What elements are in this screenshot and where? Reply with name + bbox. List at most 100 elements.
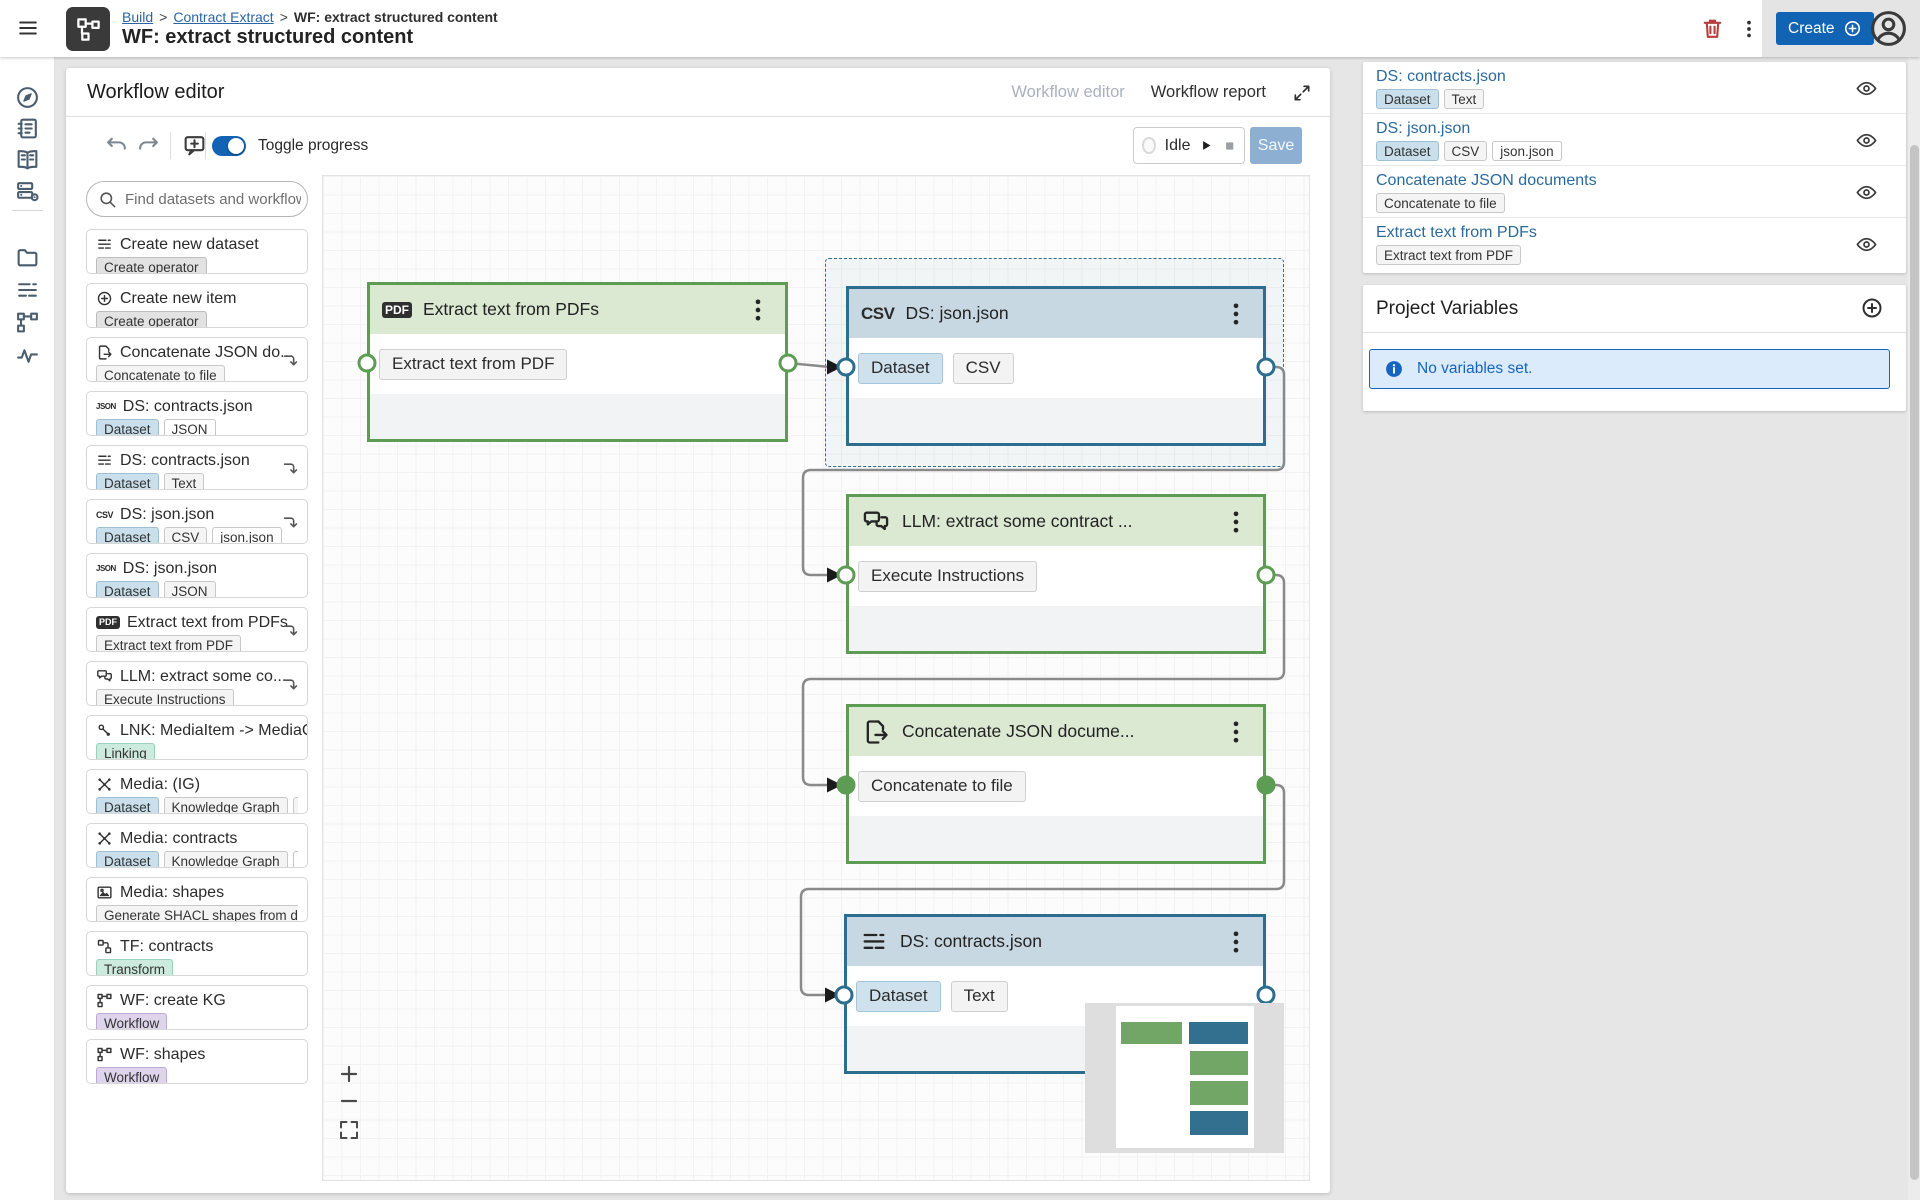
eye-visibility-icon[interactable] — [1855, 233, 1878, 256]
rail-item-dataset[interactable] — [15, 278, 40, 303]
expand-fullscreen-icon[interactable] — [1292, 83, 1312, 103]
image-icon — [96, 884, 113, 901]
breadcrumb-item[interactable]: Build — [122, 9, 154, 25]
eye-visibility-icon[interactable] — [1855, 181, 1878, 204]
rail-item-folder[interactable] — [15, 245, 40, 270]
node-operation-chip[interactable]: Execute Instructions — [858, 560, 1038, 592]
rail-item-book-open[interactable] — [15, 147, 40, 172]
node-menu-kebab-icon[interactable] — [1221, 508, 1251, 536]
no-variables-alert: No variables set. — [1369, 349, 1890, 389]
toggle-progress-switch[interactable] — [212, 136, 246, 156]
play-icon[interactable] — [1199, 136, 1213, 155]
rail-item-compass[interactable] — [15, 85, 40, 110]
csv-icon: CSV — [861, 303, 895, 323]
node-menu-kebab-icon[interactable] — [1221, 928, 1251, 956]
badge: Extract text from PDF — [1376, 245, 1522, 265]
page-scrollbar[interactable] — [1908, 0, 1920, 1200]
breadcrumb-item[interactable]: Contract Extract — [173, 9, 274, 25]
minimap-node — [1121, 1022, 1182, 1044]
add-variable-icon[interactable] — [1860, 296, 1884, 320]
rail-item-pulse[interactable] — [15, 343, 40, 368]
badge: dmc — [292, 851, 298, 867]
create-button[interactable]: Create — [1776, 12, 1874, 45]
eye-visibility-icon[interactable] — [1855, 129, 1878, 152]
insert-into-canvas-icon[interactable] — [281, 351, 300, 370]
badge: json.json — [212, 527, 282, 543]
palette-item[interactable]: Concatenate JSON do...Concatenate to fil… — [86, 337, 308, 382]
related-item-link[interactable]: Extract text from PDFs — [1376, 224, 1537, 241]
hamburger-menu-icon[interactable] — [16, 17, 40, 39]
tab-workflow-report[interactable]: Workflow report — [1150, 83, 1266, 101]
zoom-in-icon[interactable] — [337, 1062, 361, 1086]
palette-item-badges: Concatenate to file — [96, 365, 298, 381]
rail-item-server-eye[interactable] — [15, 179, 40, 204]
node-menu-kebab-icon[interactable] — [1221, 718, 1251, 746]
related-item-link[interactable]: DS: json.json — [1376, 120, 1471, 137]
undo-icon[interactable] — [104, 133, 129, 158]
insert-into-canvas-icon[interactable] — [281, 513, 300, 532]
add-comment-icon[interactable] — [182, 133, 207, 158]
save-button[interactable]: Save — [1250, 127, 1302, 164]
top-bar-right-section: Create — [1762, 0, 1920, 57]
rail-item-notebook[interactable] — [15, 116, 40, 141]
palette-item[interactable]: LLM: extract some co...Execute Instructi… — [86, 661, 308, 706]
workflow-node-concat[interactable]: Concatenate JSON docume...Concatenate to… — [846, 704, 1266, 864]
related-item-link[interactable]: DS: contracts.json — [1376, 68, 1506, 85]
node-operation-chip[interactable]: Text — [950, 980, 1008, 1012]
user-avatar-icon[interactable] — [1868, 8, 1909, 49]
tab-workflow-editor[interactable]: Workflow editor — [1011, 83, 1125, 101]
related-item-link[interactable]: Concatenate JSON documents — [1376, 172, 1597, 189]
card-divider — [1363, 332, 1906, 333]
toolbar-divider — [205, 132, 206, 159]
search-icon — [98, 190, 117, 209]
node-menu-kebab-icon[interactable] — [743, 296, 773, 324]
insert-into-canvas-icon[interactable] — [281, 675, 300, 694]
scrollbar-thumb[interactable] — [1909, 145, 1919, 1180]
badge: Dataset — [96, 797, 159, 813]
node-operation-chip[interactable]: Concatenate to file — [858, 770, 1026, 802]
node-operation-chip[interactable]: CSV — [952, 352, 1014, 384]
zoom-out-icon[interactable] — [337, 1089, 361, 1113]
graph-icon — [96, 830, 113, 847]
badge: Generate SHACL shapes from data — [96, 905, 298, 921]
fit-view-icon[interactable] — [337, 1118, 361, 1142]
palette-item[interactable]: LNK: MediaItem -> MediaCat...Linking — [86, 715, 308, 760]
insert-into-canvas-icon[interactable] — [281, 459, 300, 478]
stop-icon[interactable] — [1223, 137, 1236, 155]
node-operation-chip[interactable]: Extract text from PDF — [379, 348, 568, 380]
palette-search-input[interactable] — [125, 183, 301, 215]
breadcrumb: Build>Contract Extract>WF: extract struc… — [122, 9, 498, 25]
page-title: WF: extract structured content — [122, 26, 414, 48]
delete-trash-icon[interactable] — [1700, 16, 1725, 41]
workflow-node-llm[interactable]: LLM: extract some contract ...Execute In… — [846, 494, 1266, 654]
canvas-minimap[interactable] — [1085, 1003, 1284, 1153]
node-operation-chip[interactable]: Dataset — [856, 980, 941, 1012]
node-menu-kebab-icon[interactable] — [1221, 300, 1251, 328]
more-options-kebab-icon[interactable] — [1738, 17, 1760, 41]
palette-item-badges: Workflow — [96, 1067, 298, 1083]
eye-visibility-icon[interactable] — [1855, 77, 1878, 100]
redo-icon[interactable] — [136, 133, 161, 158]
insert-into-canvas-icon[interactable] — [281, 621, 300, 640]
node-operation-chip[interactable]: Dataset — [858, 352, 943, 384]
rail-item-workflow[interactable] — [15, 310, 40, 335]
